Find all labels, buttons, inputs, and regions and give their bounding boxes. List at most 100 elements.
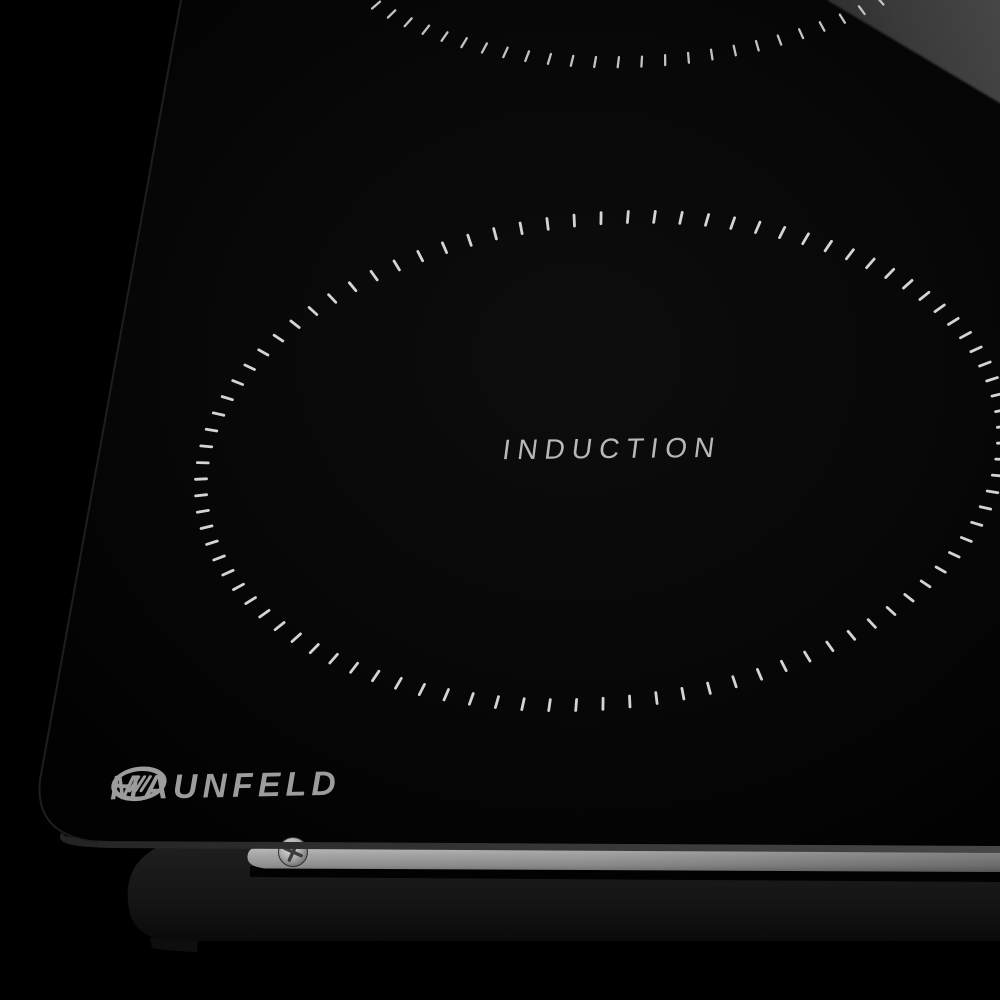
burner-tick <box>680 687 686 701</box>
burner-tick <box>825 640 835 652</box>
casing-foot <box>150 938 198 952</box>
burner-tick <box>985 376 999 383</box>
burner-tick <box>386 9 397 19</box>
burner-tick <box>903 593 915 603</box>
burner-tick <box>776 34 783 46</box>
burner-tick <box>704 213 710 227</box>
burner-tick <box>823 239 833 253</box>
burner-tick <box>994 409 1000 414</box>
burner-tick <box>546 52 553 65</box>
burner-tick <box>211 411 226 417</box>
burner-tick <box>838 13 847 24</box>
burner-tick <box>244 596 257 605</box>
burner-tick <box>780 659 788 672</box>
burner-tick <box>654 691 659 705</box>
burner-tick <box>440 241 449 255</box>
burner-tick <box>199 444 214 449</box>
burner-tick <box>640 55 644 68</box>
burner-tick <box>518 221 524 236</box>
burner-tick <box>918 290 931 301</box>
burner-tick <box>866 618 877 629</box>
glass-left-edge <box>38 0 182 843</box>
burner-tick <box>969 345 983 354</box>
screw-head-icon <box>278 837 308 867</box>
burner-tick <box>442 688 450 702</box>
burner-tick <box>732 44 737 57</box>
brand-logo: MAUNFELD <box>110 760 342 813</box>
main-burner-ring <box>194 209 1000 712</box>
burner-tick <box>199 524 214 530</box>
burner-tick <box>970 520 984 527</box>
burner-tick <box>731 675 738 689</box>
burner-tick <box>686 51 691 64</box>
burner-tick <box>257 348 270 357</box>
burner-tick <box>520 697 526 711</box>
corner-reflection-edge <box>827 0 1000 105</box>
burner-tick <box>948 551 961 559</box>
burner-tick <box>212 554 226 562</box>
burner-tick <box>347 281 358 293</box>
burner-tick <box>327 293 338 304</box>
burner-tick <box>221 568 235 577</box>
burner-tick <box>328 652 339 665</box>
burner-tick <box>996 441 1000 445</box>
burner-tick <box>778 225 787 240</box>
burner-tick <box>709 48 714 61</box>
burner-tick <box>885 606 897 616</box>
burner-tick <box>846 629 857 641</box>
burner-tick <box>818 21 826 32</box>
burner-tick <box>460 37 468 49</box>
burner-tick <box>492 227 498 241</box>
burner-tick <box>440 31 449 42</box>
burner-tick <box>574 698 578 712</box>
burner-tick <box>919 579 932 589</box>
burner-tick <box>678 210 684 225</box>
burner-tick <box>417 683 426 696</box>
burner-tick <box>392 259 401 272</box>
burner-tick <box>272 333 285 343</box>
burner-tick <box>934 565 947 574</box>
burner-tick <box>652 209 657 224</box>
glass-bevel-edge <box>59 832 1000 853</box>
burner-tick <box>754 220 762 234</box>
burner-tick <box>754 39 760 52</box>
burner-tick <box>370 0 382 10</box>
burner-tick <box>960 536 973 543</box>
burner-tick <box>349 661 360 674</box>
burner-tick <box>204 427 219 433</box>
burner-tick <box>467 692 475 706</box>
burner-tick <box>996 425 1000 429</box>
burner-tick <box>466 233 473 247</box>
burner-tick <box>493 695 500 709</box>
burner-tick <box>616 56 621 69</box>
burner-tick <box>947 316 960 326</box>
burner-tick <box>416 249 425 263</box>
burner-tick <box>797 28 805 40</box>
burner-tick <box>756 668 763 681</box>
burner-tick <box>933 303 946 314</box>
maunfeld-emblem-icon <box>111 766 167 802</box>
burner-tick <box>902 278 914 290</box>
burner-tick <box>545 217 550 231</box>
burner-tick <box>243 363 256 371</box>
burner-tick <box>978 360 992 368</box>
burner-tick <box>865 257 876 270</box>
burner-tick <box>985 489 1000 495</box>
burner-tick <box>502 46 509 59</box>
burner-tick <box>626 210 630 224</box>
burner-tick <box>857 5 866 16</box>
burner-tick <box>232 582 245 591</box>
burner-tick <box>308 643 320 655</box>
burner-tick <box>369 269 379 282</box>
burner-tick <box>403 17 413 28</box>
burner-tick <box>569 54 575 67</box>
burner-tick <box>524 50 531 63</box>
burner-tick <box>231 379 245 386</box>
burner-tick <box>194 477 208 481</box>
burner-tick <box>884 267 896 279</box>
burner-tick <box>706 681 712 695</box>
burner-tick <box>421 24 431 35</box>
burner-tick <box>307 306 319 316</box>
